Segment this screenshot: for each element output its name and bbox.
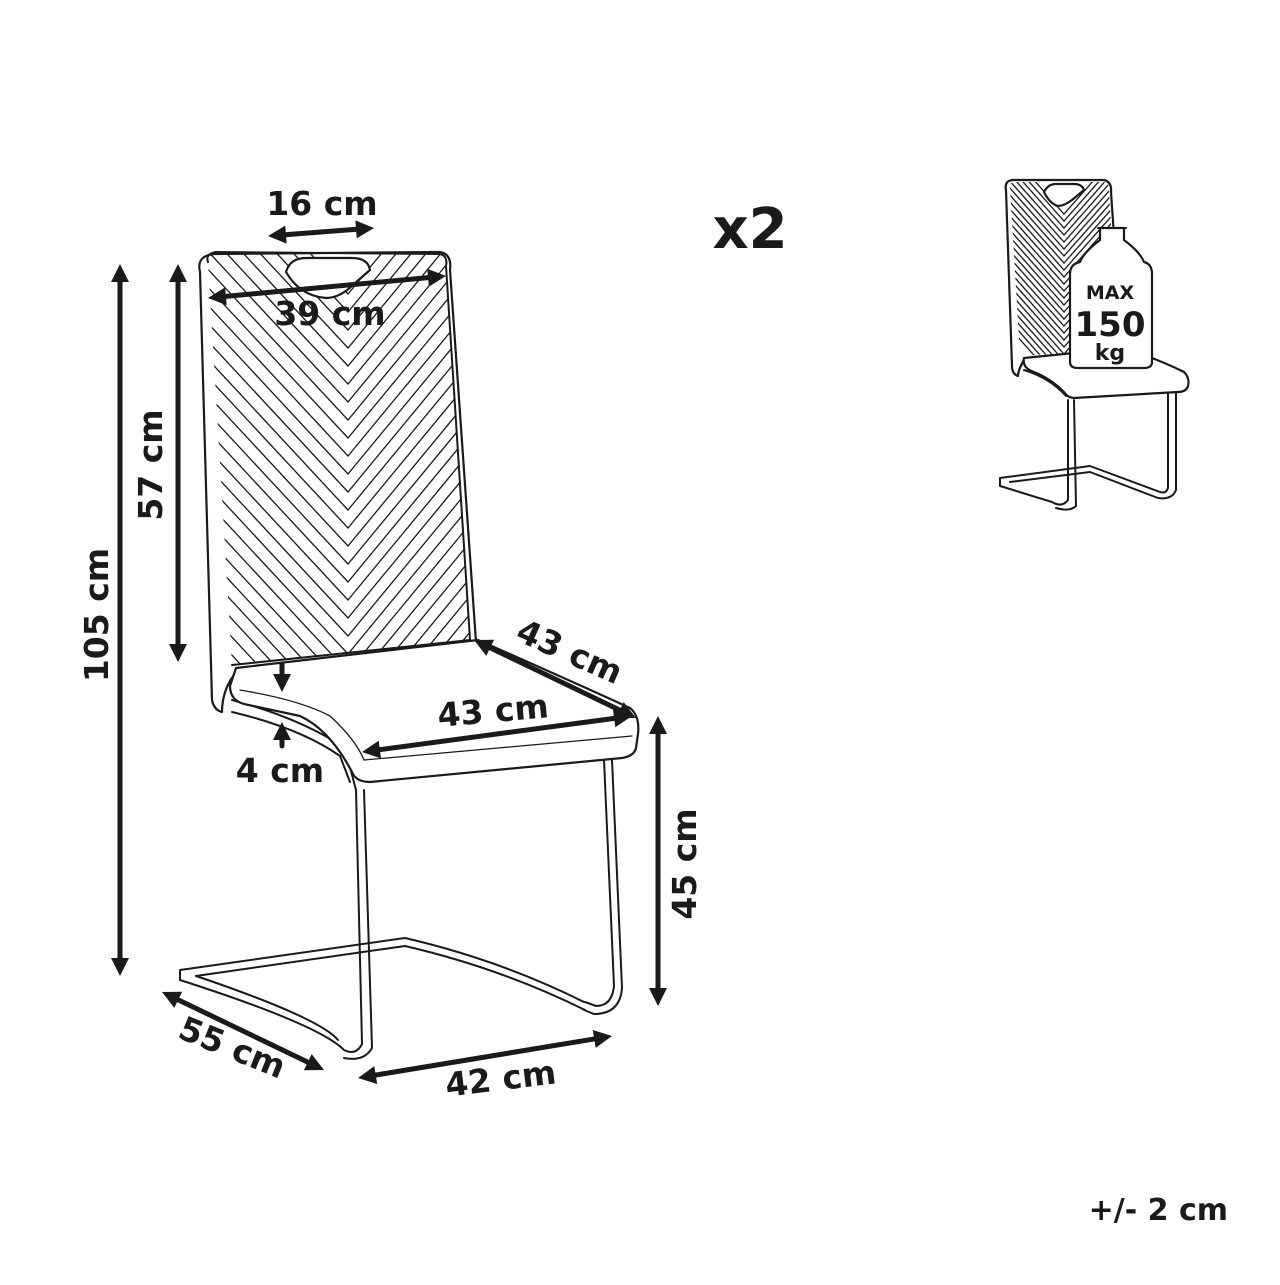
chevron-stitch-line <box>207 252 470 295</box>
back-width-label: 39 cm <box>274 294 385 333</box>
seat-thickness-label: 4 cm <box>236 751 324 790</box>
base-width-arrow-line <box>369 1035 601 1079</box>
chair-seat <box>228 638 640 784</box>
chevron-stitch-line <box>207 501 470 665</box>
quantity-label: x2 <box>712 197 787 262</box>
chevron-stitch-line <box>207 429 470 601</box>
tolerance-label: +/- 2 cm <box>1089 1193 1228 1228</box>
seat-height-arrow-arrowhead <box>649 716 667 734</box>
load-value-label: 150 <box>1075 305 1146 345</box>
small-chevron-stitch-line <box>1009 182 1118 215</box>
chevron-stitch-line <box>207 252 470 313</box>
seat-depth-arrow-arrowhead <box>474 639 495 656</box>
base-depth-label: 55 cm <box>173 1008 291 1086</box>
back-height-arrow-arrowhead <box>169 264 187 282</box>
chevron-stitch-line <box>207 252 470 349</box>
chevron-stitch-line <box>207 321 470 493</box>
chevron-stitch-line <box>207 555 470 665</box>
chevron-stitch-line <box>207 375 470 547</box>
chair-backrest <box>198 250 478 714</box>
seat-thickness-top-arrow-arrowhead <box>273 674 291 692</box>
small-chevron-stitch-line <box>1009 182 1118 236</box>
base-depth-arrow-arrowhead <box>162 991 183 1008</box>
chevron-stitch-line <box>207 303 470 475</box>
small-chevron-stitch-line <box>1009 183 1118 257</box>
back-height-label: 57 cm <box>131 409 170 520</box>
chevron-stitch-line <box>207 411 470 583</box>
chevron-stitch-line <box>207 339 470 511</box>
chevron-stitch-line <box>207 393 470 565</box>
seat-height-arrow-arrowhead <box>649 988 667 1006</box>
base-depth-arrow-arrowhead <box>303 1054 324 1071</box>
seat-width-arrow-arrowhead <box>612 709 632 728</box>
small-chevron-stitch-line <box>1009 182 1118 243</box>
base-depth-arrow-line <box>172 995 314 1067</box>
chevron-stitch-line <box>207 252 470 331</box>
seat-height-label: 45 cm <box>665 808 704 919</box>
seat-width-arrow-arrowhead <box>362 740 382 759</box>
seat-depth-arrow-line <box>484 643 626 715</box>
small-chevron-stitch-line <box>1009 190 1118 264</box>
back-width-arrow-line <box>219 274 435 300</box>
small-chevron-stitch-line <box>1009 182 1118 250</box>
dimension-arrows <box>111 220 667 1084</box>
seat-width-arrow-line <box>373 715 621 753</box>
chevron-stitch-line <box>207 252 470 421</box>
handle-width-label: 16 cm <box>266 184 377 223</box>
handle-width-arrow-arrowhead <box>355 220 374 239</box>
base-width-arrow-arrowhead <box>592 1030 612 1048</box>
back-width-arrow-arrowhead <box>208 287 227 306</box>
chevron-stitch-line <box>207 252 470 403</box>
chevron-stitch-line <box>207 357 470 529</box>
total-height-arrow-arrowhead <box>111 958 129 976</box>
total-height-label: 105 cm <box>77 548 116 682</box>
chevron-stitch-line <box>207 447 470 619</box>
load-unit-label: kg <box>1095 341 1125 366</box>
seat-thickness-bottom-arrow-arrowhead <box>273 722 291 740</box>
main-chair <box>179 250 640 1060</box>
chevron-stitch-line <box>207 285 470 457</box>
total-height-arrow-arrowhead <box>111 264 129 282</box>
backrest-chevron-stitching <box>207 252 470 665</box>
handle-width-arrow-arrowhead <box>268 225 287 244</box>
base-width-arrow-arrowhead <box>358 1066 378 1084</box>
handle-width-arrow-line <box>279 226 363 238</box>
back-width-arrow-arrowhead <box>427 268 446 287</box>
small-chair-frame <box>999 369 1177 511</box>
small-backrest-handle <box>1042 182 1086 208</box>
chevron-stitch-line <box>207 465 470 637</box>
load-capacity-icon: MAX 150 kg <box>999 178 1190 511</box>
weight-icon <box>1068 226 1154 370</box>
chevron-stitch-line <box>207 252 470 367</box>
small-chevron-stitch-line <box>1009 197 1118 271</box>
chevron-stitch-line <box>207 537 470 665</box>
small-chevron-stitch-line <box>1009 182 1118 222</box>
back-height-arrow-arrowhead <box>169 644 187 662</box>
load-max-label: MAX <box>1086 282 1135 304</box>
seat-width-label: 43 cm <box>436 686 550 735</box>
small-chevron-stitch-line <box>1009 182 1118 229</box>
chevron-stitch-line <box>207 573 470 665</box>
chevron-stitch-line <box>207 519 470 665</box>
chevron-stitch-line <box>207 267 470 439</box>
